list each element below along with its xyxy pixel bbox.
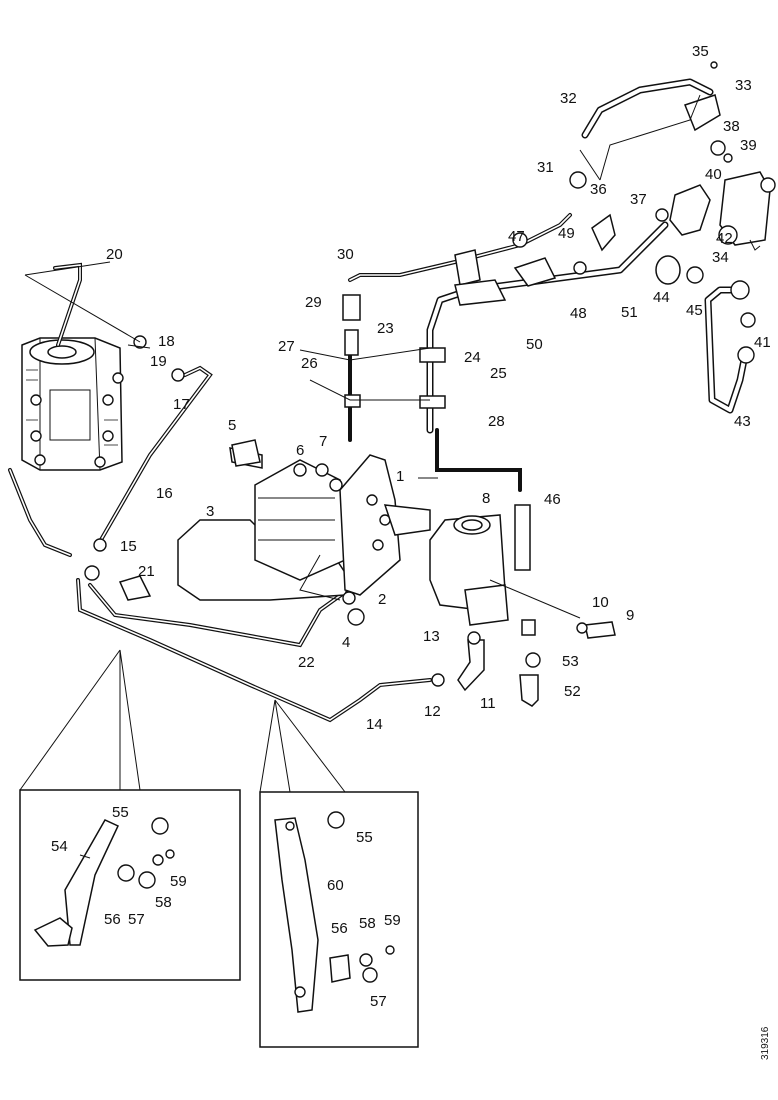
callout-47: 47: [508, 228, 525, 245]
callout-7: 7: [319, 433, 327, 450]
callout-2: 2: [378, 591, 386, 608]
callout-11: 11: [480, 695, 496, 712]
callout-39: 39: [740, 137, 757, 154]
callout-34: 34: [712, 249, 729, 266]
callout-24: 24: [464, 349, 481, 366]
callout-46: 46: [544, 491, 561, 508]
callout-42: 42: [716, 230, 733, 247]
callout-36: 36: [590, 181, 607, 198]
leader-lines: [19, 94, 701, 793]
callout-6: 6: [296, 442, 304, 459]
detail2-callout-60: 60: [327, 877, 344, 894]
detail-view-1: [19, 789, 241, 981]
callout-38: 38: [723, 118, 740, 135]
detail2-callout-57: 57: [370, 993, 387, 1010]
callout-10: 10: [592, 594, 609, 611]
detail1-callout-57: 57: [128, 911, 145, 928]
callout-3: 3: [206, 503, 214, 520]
control-valve: [655, 61, 776, 364]
detail1-callout-55: 55: [112, 804, 129, 821]
detail1-callout-59: 59: [170, 873, 187, 890]
callout-51: 51: [621, 304, 638, 321]
callout-9: 9: [626, 607, 634, 624]
detail2-callout-58: 58: [359, 915, 376, 932]
callout-labels: 1 2 3 4 5 6 7 8 9 10 11 12 13 14 15 16 1…: [51, 43, 771, 1010]
callout-43: 43: [734, 413, 751, 430]
callout-20: 20: [106, 246, 123, 263]
callout-12: 12: [424, 703, 441, 720]
document-reference: 319316: [760, 1026, 771, 1060]
callout-26: 26: [301, 355, 318, 372]
callout-50: 50: [526, 336, 543, 353]
detail1-callout-54: 54: [51, 838, 68, 855]
callout-22: 22: [298, 654, 315, 671]
detail-view-2: [259, 791, 419, 1048]
callout-37: 37: [630, 191, 647, 208]
callout-44: 44: [653, 289, 670, 306]
callout-48: 48: [570, 305, 587, 322]
oil-reservoir: [429, 514, 509, 692]
callout-23: 23: [377, 320, 394, 337]
callout-41: 41: [754, 334, 771, 351]
callout-1: 1: [396, 468, 404, 485]
pipe-network: [8, 78, 749, 723]
callout-5: 5: [228, 417, 236, 434]
callout-17: 17: [173, 396, 190, 413]
callout-4: 4: [342, 634, 350, 651]
callout-29: 29: [305, 294, 322, 311]
detail2-callout-56: 56: [331, 920, 348, 937]
callout-27: 27: [278, 338, 295, 355]
callout-32: 32: [560, 90, 577, 107]
callout-45: 45: [686, 302, 703, 319]
callout-33: 33: [735, 77, 752, 94]
callout-13: 13: [423, 628, 440, 645]
callout-19: 19: [150, 353, 167, 370]
detail2-callout-59: 59: [384, 912, 401, 929]
callout-28: 28: [488, 413, 505, 430]
callout-16: 16: [156, 485, 173, 502]
callout-18: 18: [158, 333, 175, 350]
callout-31: 31: [537, 159, 554, 176]
callout-14: 14: [366, 716, 383, 733]
callout-52: 52: [564, 683, 581, 700]
pipe-clips: [84, 171, 669, 707]
steering-pump-assembly: [21, 337, 124, 471]
callout-40: 40: [705, 166, 722, 183]
callout-15: 15: [120, 538, 137, 555]
detail2-callout-55: 55: [356, 829, 373, 846]
callout-53: 53: [562, 653, 579, 670]
callout-30: 30: [337, 246, 354, 263]
callout-49: 49: [558, 225, 575, 242]
callout-25: 25: [490, 365, 507, 382]
mounting-bracket-assembly: [177, 447, 431, 626]
callout-8: 8: [482, 490, 490, 507]
detail1-callout-56: 56: [104, 911, 121, 928]
callout-21: 21: [138, 563, 155, 580]
detail1-callout-58: 58: [155, 894, 172, 911]
callout-35: 35: [692, 43, 709, 60]
